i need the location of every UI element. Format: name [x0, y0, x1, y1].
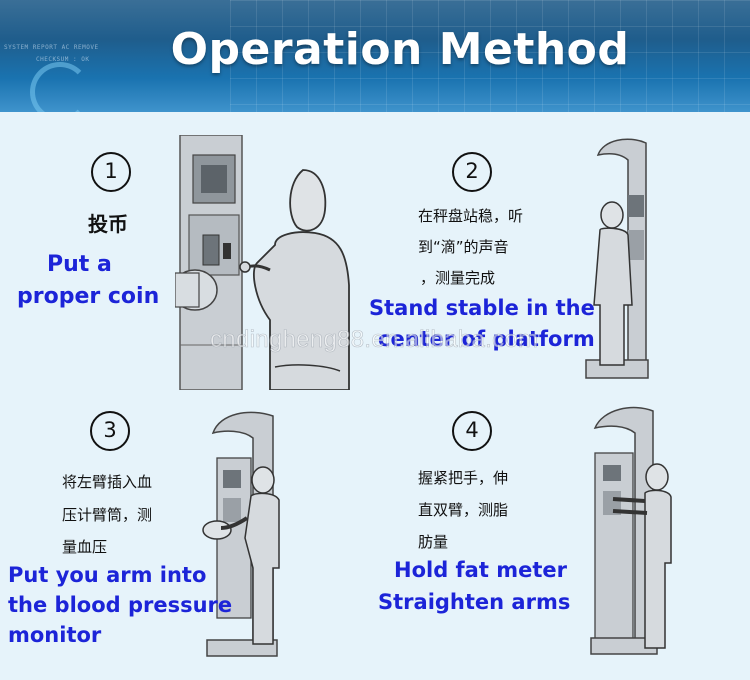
step-1-number: 1: [91, 152, 131, 192]
step-3-en-line: Put you arm into: [8, 563, 207, 587]
banner-deco-text: CHECKSUM : OK: [36, 56, 90, 63]
step-4-number: 4: [452, 411, 492, 451]
step-1-cn-line: 投币: [88, 212, 128, 236]
page-title: Operation Method: [170, 24, 630, 75]
step-3-cn-line: 将左臂插入血: [62, 473, 153, 491]
banner-grid-decoration: [230, 0, 750, 112]
step-1-en-line: proper coin: [17, 284, 160, 309]
header-banner: SYSTEM REPORT AC REMOVE CHECKSUM : OK Op…: [0, 0, 750, 112]
step-3-cn-line: 量血压: [62, 538, 108, 556]
step-1-illustration: [175, 135, 350, 390]
step-4-cn-line: 肪量: [418, 533, 449, 551]
step-3-cn-line: 压计臂筒，测: [62, 506, 153, 524]
step-2-en-line: Stand stable in the: [369, 296, 595, 320]
step-3-en-line: monitor: [8, 623, 102, 647]
step-3-en-line: the blood pressure: [8, 593, 233, 617]
step-4-cn-line: 握紧把手，伸: [418, 469, 509, 487]
step-2-cn-line: 到“滴”的声音: [418, 238, 509, 256]
step-1-en-line: Put a: [47, 252, 112, 277]
step-2-number: 2: [452, 152, 492, 192]
step-4-cn-line: 直双臂，测脂: [418, 501, 509, 519]
step-2-illustration: [585, 138, 649, 379]
step-3-illustration: [202, 411, 280, 657]
watermark: cndingheng88.en.alibaba.com: [210, 326, 539, 354]
step-4-en-line: Straighten arms: [378, 590, 571, 614]
banner-ring-decoration: [30, 62, 90, 112]
step-3-number: 3: [90, 411, 130, 451]
step-4-illustration: [590, 406, 672, 655]
step-2-cn-line: 在秤盘站稳，听: [418, 207, 524, 225]
step-2-cn-line: ，测量完成: [420, 269, 496, 287]
banner-deco-text: SYSTEM REPORT AC REMOVE: [4, 44, 99, 51]
step-2-en-line: center of platform: [378, 327, 595, 351]
step-4-en-line: Hold fat meter: [394, 558, 567, 582]
